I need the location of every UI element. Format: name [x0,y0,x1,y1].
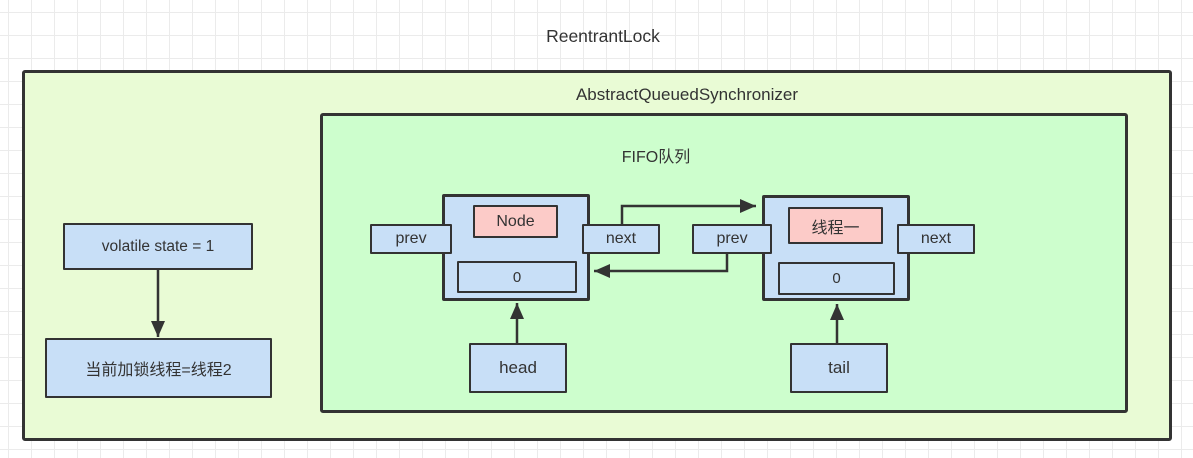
queue-node-1-type-box: Node [473,205,558,238]
queue-node-2-next-box: next [897,224,975,254]
queue-node-1-next-box: next [582,224,660,254]
queue-node-1-value-box: 0 [457,261,577,293]
tail-box: tail [790,343,888,393]
queue-node-2-value-box: 0 [778,262,895,295]
owner-thread-box: 当前加锁线程=线程2 [45,338,272,398]
diagram-title: ReentrantLock [546,25,660,46]
aqs-label: AbstractQueuedSynchronizer [575,85,799,104]
queue-node-2-type-box: 线程一 [788,207,883,244]
queue-node-2-prev-box: prev [692,224,772,254]
head-box: head [469,343,567,393]
queue-node-1-prev-box: prev [370,224,452,254]
state-box: volatile state = 1 [63,223,253,270]
fifo-label: FIFO队列 [621,149,691,166]
